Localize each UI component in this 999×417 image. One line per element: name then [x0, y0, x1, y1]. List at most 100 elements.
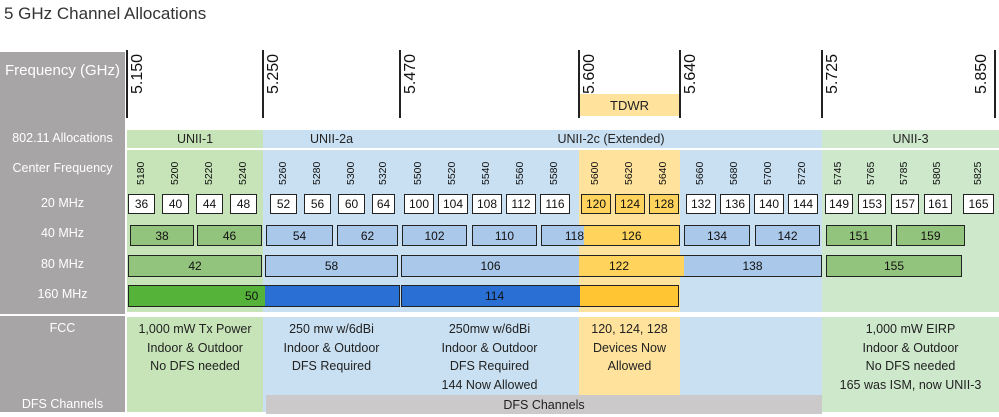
frequency-marker-label: 5.640	[682, 53, 699, 94]
channel-20mhz: 44	[196, 194, 223, 214]
center-frequency-label: 5560	[514, 161, 526, 185]
channel-20mhz: 36	[128, 194, 155, 214]
channel-20mhz: 128	[649, 194, 679, 214]
center-frequency-label: 5280	[310, 161, 323, 185]
center-frequency-label: 5580	[548, 161, 560, 185]
allocation-band: UNII-2a	[263, 128, 400, 150]
allocation-band: UNII-3	[822, 128, 999, 150]
row-label-160mhz: 160 MHz	[37, 287, 88, 301]
channel-80mhz: 58	[265, 255, 398, 277]
channel-40mhz: 54	[266, 225, 333, 246]
center-frequency-label: 5240	[236, 161, 249, 185]
center-frequency-label: 5540	[480, 161, 492, 185]
fcc-note-line: DFS Required	[291, 359, 372, 373]
channel-20mhz: 60	[338, 194, 365, 214]
center-frequency-label: 5320	[376, 161, 389, 185]
center-frequency-label: 5660	[694, 161, 706, 185]
fcc-note-line: Indoor & Outdoor	[441, 340, 538, 355]
channel-20mhz: 132	[686, 194, 716, 214]
channel-40mhz: 118	[541, 225, 584, 246]
center-frequency-label: 5520	[446, 161, 458, 185]
channel-20mhz: 149	[825, 194, 853, 214]
fcc-note-line: No DFS needed	[150, 359, 240, 373]
fcc-note-line: 165 was ISM, now UNII-3	[839, 377, 982, 392]
row-label-20mhz: 20 MHz	[40, 196, 85, 210]
frequency-marker-line	[679, 50, 681, 118]
frequency-marker-label: 5.150	[129, 53, 146, 94]
channel-20mhz: 104	[438, 194, 468, 214]
channel-20mhz: 153	[858, 194, 886, 214]
fcc-note-line: Devices Now	[593, 340, 666, 355]
fcc-note-line: DFS Required	[449, 359, 530, 373]
frequency-marker-line	[578, 50, 580, 118]
row-label-fcc: FCC	[49, 321, 76, 335]
frequency-marker-label: 5.725	[824, 53, 841, 94]
channel-160mhz: 50	[128, 285, 400, 307]
center-frequency-label: 5500	[412, 161, 424, 185]
channel-20mhz: 165	[963, 194, 994, 214]
channel-40mhz: 110	[472, 225, 537, 246]
channel-40mhz: 159	[896, 225, 965, 246]
channel-20mhz: 136	[720, 194, 750, 214]
channel-20mhz: 40	[162, 194, 189, 214]
frequency-marker-label: 5.850	[973, 53, 990, 94]
channel-20mhz: 120	[581, 194, 611, 214]
center-frequency-label: 5200	[168, 161, 181, 185]
fcc-note-line: 1,000 mW EIRP	[865, 322, 956, 336]
tdwr-header	[579, 94, 680, 116]
row-label-allocations: 802.11 Allocations	[12, 131, 113, 145]
channel-40mhz: 134	[684, 225, 750, 246]
label-column	[0, 52, 125, 412]
center-frequency-label: 5680	[728, 161, 740, 185]
frequency-marker-line	[399, 50, 401, 118]
fcc-note-line: No DFS needed	[865, 359, 956, 373]
fcc-note-line: 250mw w/6dBi	[448, 322, 531, 336]
channel-20mhz: 48	[230, 194, 257, 214]
channel-80mhz: 106	[401, 255, 579, 277]
center-frequency-label: 5700	[762, 161, 774, 185]
frequency-marker-label: 5.470	[402, 53, 419, 94]
fcc-note-line: 120, 124, 128	[591, 322, 668, 336]
channel-40mhz: 38	[130, 225, 194, 246]
row-label-dfs-channels: DFS Channels	[21, 397, 104, 411]
channel-40mhz: 151	[826, 225, 892, 246]
channel-80mhz: 138	[684, 255, 822, 277]
channel-20mhz: 108	[472, 194, 502, 214]
channel-80mhz: 155	[826, 255, 962, 277]
channel-40mhz: 102	[402, 225, 467, 246]
frequency-marker-label: 5.250	[265, 53, 282, 94]
channel-20mhz: 112	[506, 194, 536, 214]
row-label-center-frequency: Center Frequency	[12, 161, 113, 175]
channel-40mhz: 46	[197, 225, 262, 246]
frequency-marker-line	[994, 50, 996, 118]
channel-40mhz: 126	[584, 225, 680, 246]
fcc-note-line: 144 Now Allowed	[441, 377, 538, 392]
channel-80mhz: 42	[128, 255, 262, 277]
center-frequency-label: 5220	[202, 161, 215, 185]
channel-20mhz: 140	[754, 194, 784, 214]
page-title: 5 GHz Channel Allocations	[4, 4, 207, 23]
fcc-note-line: Allowed	[607, 359, 652, 373]
label-column-divider	[0, 314, 125, 316]
fcc-note-line: Indoor & Outdoor	[283, 340, 380, 355]
center-frequency-label: 5720	[796, 161, 808, 185]
channel-20mhz: 157	[891, 194, 919, 214]
center-frequency-label: 5785	[898, 161, 910, 185]
allocation-band: UNII-2c (Extended)	[400, 128, 822, 150]
channel-40mhz: 62	[337, 225, 398, 246]
fcc-note-line: 250 mw w/6dBi	[289, 322, 374, 336]
fcc-note-unii3: 1,000 mW EIRP Indoor & Outdoor No DFS need…	[822, 320, 999, 394]
fcc-note-line: Indoor & Outdoor	[147, 340, 243, 355]
allocation-band: UNII-1	[127, 128, 263, 150]
center-frequency-label: 5300	[344, 161, 357, 185]
frequency-marker-line	[262, 50, 264, 118]
channel-20mhz: 100	[404, 194, 434, 214]
fcc-divider	[127, 312, 999, 317]
center-frequency-label: 5805	[931, 161, 943, 185]
fcc-note-line: Indoor & Outdoor	[862, 340, 959, 355]
center-frequency-label: 5825	[971, 161, 984, 185]
